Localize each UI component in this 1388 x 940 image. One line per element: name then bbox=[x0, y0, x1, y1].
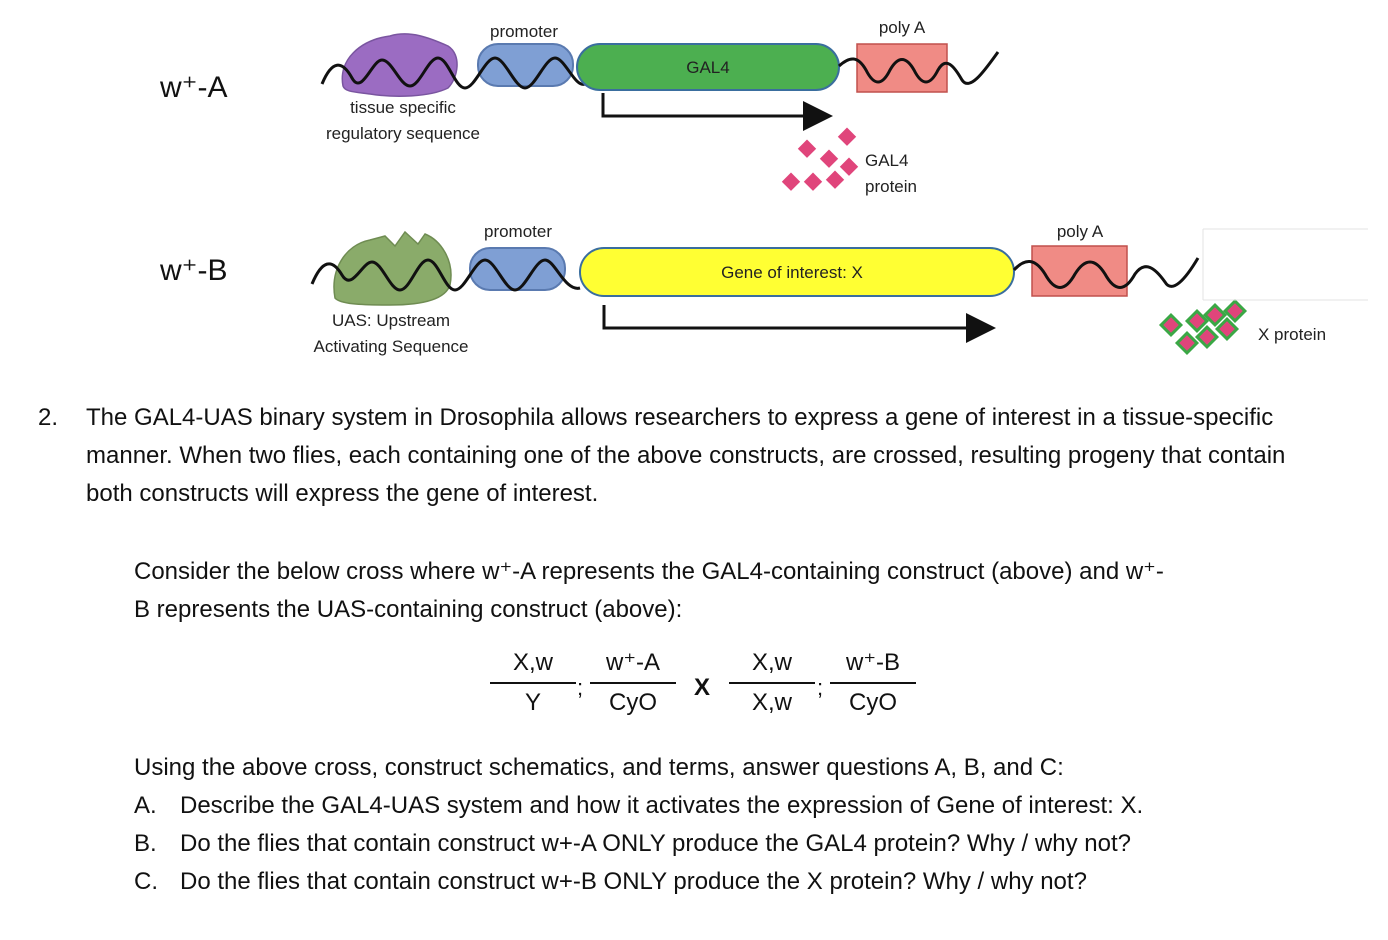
right-auto-denominator: CyO bbox=[849, 689, 897, 716]
polya-b-label: poly A bbox=[1057, 222, 1104, 241]
gal4-protein-diamond bbox=[837, 127, 857, 146]
polya-a-box bbox=[856, 43, 948, 93]
option-c-text: Do the flies that contain construct w+-B… bbox=[180, 868, 1087, 895]
construct-a-name: w⁺-A bbox=[159, 71, 228, 104]
right-x-fraction: X,w X,w bbox=[729, 648, 815, 718]
gal4-protein-diamond bbox=[825, 170, 845, 189]
left-x-fraction: X,w Y bbox=[490, 648, 576, 718]
instructions: Using the above cross, construct schemat… bbox=[134, 754, 1064, 781]
right-separator: ; bbox=[817, 675, 824, 700]
cross-symbol: X bbox=[694, 674, 711, 701]
option-c: C. Do the flies that contain construct w+… bbox=[134, 863, 1087, 901]
gal4-gene-box bbox=[576, 43, 840, 91]
x-protein-diamond bbox=[1222, 298, 1248, 324]
left-auto-denominator: CyO bbox=[609, 689, 657, 716]
left-auto-fraction: w⁺-A CyO bbox=[590, 648, 676, 718]
gal4-protein-diamond bbox=[819, 149, 839, 168]
gal4-gene-label: GAL4 bbox=[686, 58, 729, 77]
transcription-arrow-a bbox=[601, 93, 833, 131]
consider-line1: Consider the below cross where w⁺-A repr… bbox=[134, 558, 1164, 585]
fraction-bar bbox=[830, 682, 916, 684]
construct-a: w⁺-A GAL4 promoter poly A tissue specifi… bbox=[159, 18, 1000, 196]
gal4-protein-diamond bbox=[781, 172, 801, 191]
polya-a-label: poly A bbox=[879, 18, 926, 37]
x-protein-diamond bbox=[1202, 302, 1228, 328]
option-b-text: Do the flies that contain construct w+-A… bbox=[180, 830, 1131, 857]
promoter-a-box bbox=[477, 43, 574, 87]
regulatory-label-line1: tissue specific bbox=[350, 98, 456, 117]
gene-x-label: Gene of interest: X bbox=[721, 263, 863, 282]
left-x-denominator: Y bbox=[524, 689, 541, 716]
consider-line2: B represents the UAS-containing construc… bbox=[134, 596, 683, 623]
x-protein-cluster bbox=[1158, 298, 1248, 356]
polya-b-box bbox=[1031, 245, 1128, 297]
promoter-b-label: promoter bbox=[484, 222, 552, 241]
left-auto-numerator: w⁺-A bbox=[606, 649, 660, 676]
x-protein-diamond bbox=[1214, 316, 1240, 342]
x-protein-diamond bbox=[1174, 330, 1200, 356]
x-protein-label: X protein bbox=[1258, 325, 1326, 344]
uas-label-line1: UAS: Upstream bbox=[332, 311, 450, 330]
fraction-bar bbox=[729, 682, 815, 684]
question-number: 2. bbox=[38, 404, 59, 431]
option-a: A. Describe the GAL4-UAS system and how i… bbox=[134, 787, 1143, 825]
gal4-protein-diamond bbox=[797, 139, 817, 158]
regulatory-label-line2: regulatory sequence bbox=[326, 124, 480, 143]
option-a-text: Describe the GAL4-UAS system and how it … bbox=[180, 792, 1144, 819]
gal4-protein-diamond bbox=[839, 157, 859, 176]
gal4-protein-label-line1: GAL4 bbox=[865, 151, 908, 170]
gal4-protein-cluster bbox=[781, 127, 859, 191]
x-protein-diamond bbox=[1194, 324, 1220, 350]
gene-x-box bbox=[579, 247, 1015, 297]
x-protein-diamond bbox=[1158, 312, 1184, 338]
dna-strand-a bbox=[320, 56, 586, 90]
question-intro: The GAL4-UAS binary system in Drosophila… bbox=[86, 404, 1286, 507]
promoter-a-label: promoter bbox=[490, 22, 558, 41]
dna-strand-a-tail bbox=[837, 51, 1000, 85]
construct-diagram: w⁺-A GAL4 promoter poly A tissue specifi… bbox=[159, 18, 1368, 356]
uas-label-line2: Activating Sequence bbox=[314, 337, 469, 356]
regulatory-sequence-shape bbox=[341, 33, 458, 97]
transcription-arrow-b bbox=[602, 305, 996, 343]
option-b: B. Do the flies that contain construct w+… bbox=[134, 825, 1131, 863]
gal4-protein-diamond bbox=[803, 172, 823, 191]
fraction-bar bbox=[490, 682, 576, 684]
right-x-denominator: X,w bbox=[751, 689, 792, 716]
uas-shape bbox=[333, 230, 452, 306]
dna-strand-b bbox=[310, 258, 581, 292]
dna-strand-b-tail bbox=[1012, 257, 1200, 289]
construct-b-name: w⁺-B bbox=[159, 254, 228, 287]
fraction-bar bbox=[590, 682, 676, 684]
right-auto-numerator: w⁺-B bbox=[846, 649, 900, 676]
left-x-numerator: X,w bbox=[512, 649, 553, 676]
x-protein-diamond bbox=[1184, 308, 1210, 334]
gal4-protein-label-line2: protein bbox=[865, 177, 917, 196]
option-a-letter: A. bbox=[134, 792, 157, 819]
option-c-letter: C. bbox=[134, 868, 158, 895]
right-x-numerator: X,w bbox=[751, 649, 792, 676]
left-separator: ; bbox=[577, 675, 584, 700]
option-b-letter: B. bbox=[134, 830, 157, 857]
promoter-b-box bbox=[469, 247, 566, 291]
construct-b: w⁺-B Gene of interest: X promoter poly A… bbox=[159, 222, 1368, 356]
right-auto-fraction: w⁺-B CyO bbox=[830, 648, 916, 718]
